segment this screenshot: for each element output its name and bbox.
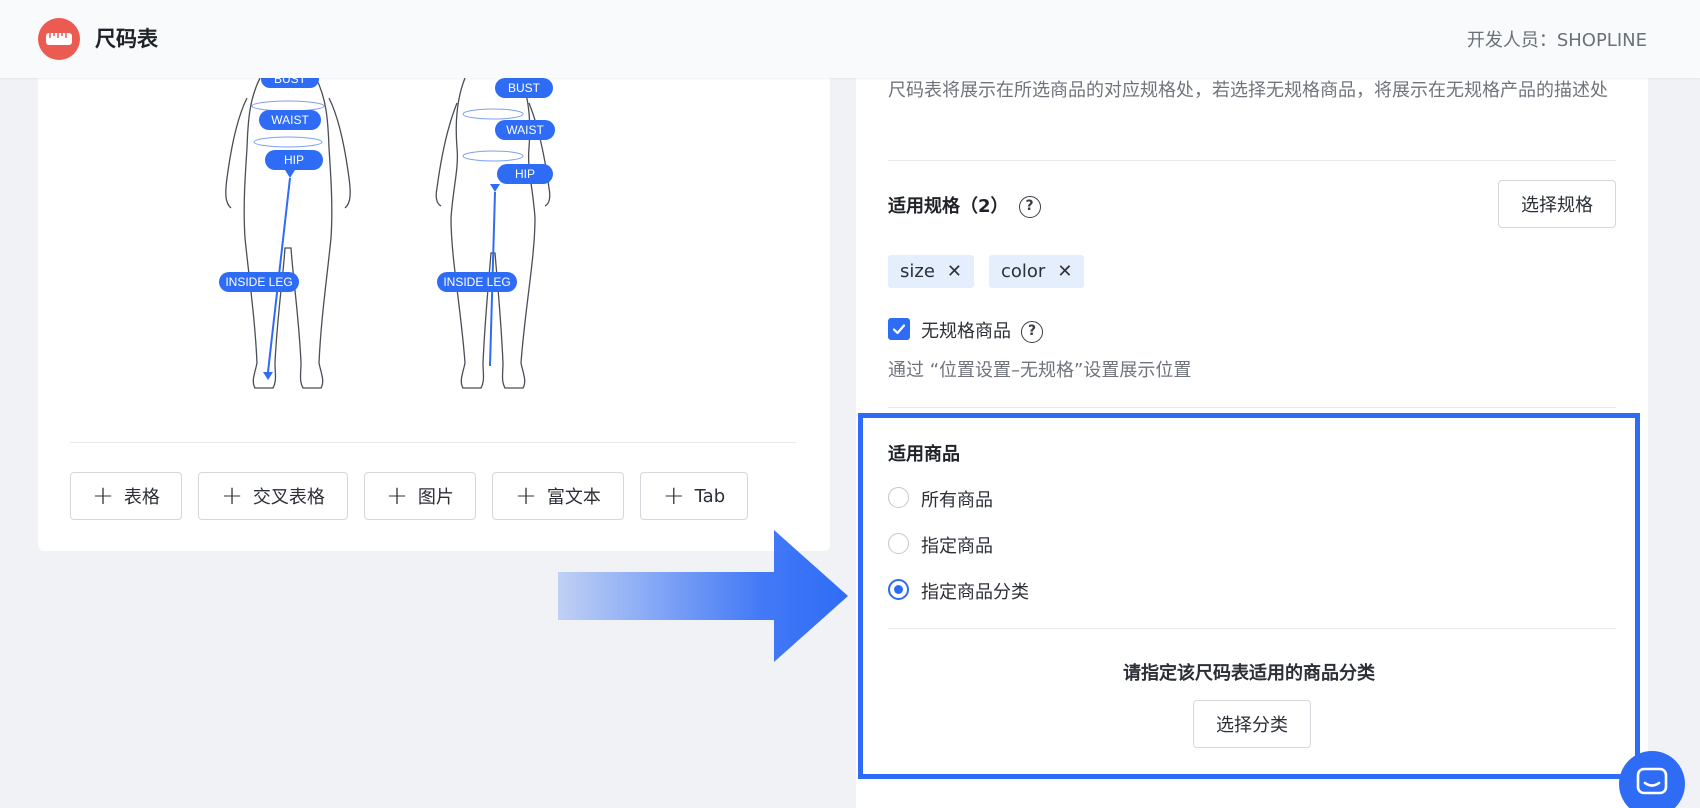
svg-text:HIP: HIP (284, 153, 304, 167)
svg-text:WAIST: WAIST (506, 123, 544, 137)
radio-label-specific-categories: 指定商品分类 (921, 582, 1029, 603)
divider (888, 160, 1616, 161)
spec-section-title: 适用规格（2）? (888, 192, 1041, 218)
plus-icon: + (662, 481, 685, 511)
check-icon (892, 324, 906, 335)
close-icon[interactable]: ✕ (946, 261, 962, 282)
svg-text:INSIDE LEG: INSIDE LEG (225, 275, 292, 289)
close-icon[interactable]: ✕ (1057, 261, 1073, 282)
spec-tag-size: size ✕ (888, 255, 974, 288)
svg-text:HIP: HIP (515, 167, 535, 181)
highlight-box (858, 413, 1640, 779)
no-spec-checkbox[interactable] (888, 318, 910, 340)
top-header: 尺码表 开发人员：SHOPLINE (0, 0, 1700, 78)
svg-text:BUST: BUST (508, 81, 541, 95)
size-chart-description: 尺码表将展示在所选商品的对应规格处，若选择无规格商品，将展示在无规格产品的描述处 (888, 80, 1608, 101)
help-icon[interactable]: ? (1018, 196, 1041, 218)
arrow-right-icon (558, 530, 848, 662)
divider (888, 407, 1616, 408)
chat-button[interactable] (1619, 751, 1685, 808)
add-table-button[interactable]: + 表格 (70, 472, 182, 520)
radio-specific-categories[interactable] (888, 579, 909, 600)
category-prompt: 请指定该尺码表适用的商品分类 (1123, 663, 1375, 684)
plus-icon: + (386, 481, 408, 511)
body-measurement-figure: BUST WAIST HIP INSIDE LEG BUST WAIST HIP… (219, 78, 555, 389)
radio-all-products[interactable] (888, 487, 909, 508)
svg-text:INSIDE LEG: INSIDE LEG (443, 275, 510, 289)
developer-info: 开发人员：SHOPLINE (1466, 30, 1647, 51)
plus-icon: + (92, 481, 114, 511)
radio-label-all-products: 所有商品 (921, 490, 993, 511)
add-rich-text-button[interactable]: + 富文本 (492, 472, 624, 520)
no-spec-hint: 通过 “位置设置–无规格”设置展示位置 (888, 360, 1192, 381)
select-spec-button[interactable]: 选择规格 (1498, 180, 1616, 228)
add-cross-table-button[interactable]: + 交叉表格 (198, 472, 348, 520)
app-title: 尺码表 (95, 27, 158, 51)
plus-icon: + (515, 481, 537, 511)
chat-icon (1636, 767, 1668, 795)
tape-measure-icon (38, 18, 80, 60)
products-section-title: 适用商品 (888, 444, 960, 465)
left-preview-card (38, 60, 830, 551)
radio-specific-products[interactable] (888, 533, 909, 554)
add-tab-button[interactable]: + Tab (640, 472, 748, 520)
help-icon[interactable]: ? (1021, 321, 1043, 343)
svg-text:WAIST: WAIST (271, 113, 309, 127)
divider (888, 628, 1616, 629)
select-category-button[interactable]: 选择分类 (1193, 700, 1311, 748)
no-spec-label: 无规格商品? (921, 317, 1043, 343)
left-divider (70, 442, 796, 443)
add-image-button[interactable]: + 图片 (364, 472, 476, 520)
plus-icon: + (221, 481, 243, 511)
radio-label-specific-products: 指定商品 (921, 536, 993, 557)
svg-text:BUST: BUST (274, 78, 307, 86)
spec-tag-color: color ✕ (989, 255, 1085, 288)
